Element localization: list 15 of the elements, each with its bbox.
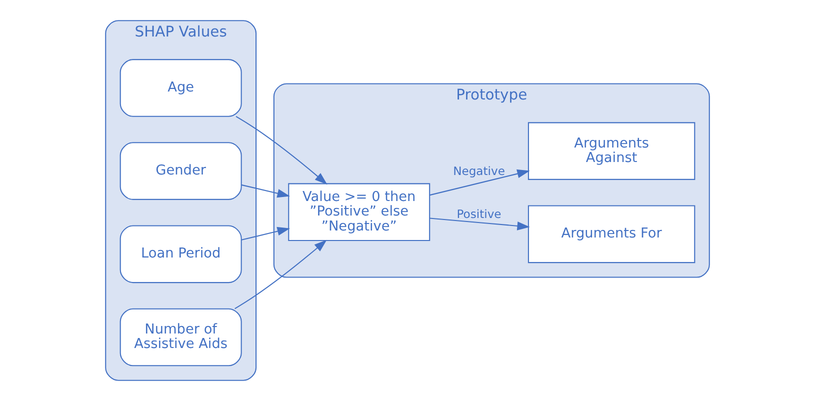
node-box: Gender <box>120 142 242 200</box>
node-box: Loan Period <box>120 225 242 284</box>
node-box: Arguments Against <box>528 122 696 180</box>
arrow <box>234 240 327 310</box>
arrow <box>430 169 530 196</box>
edge-label: Positive <box>456 207 502 222</box>
node-box: Age <box>120 59 242 117</box>
node-box: Number of Assistive Aids <box>120 308 242 366</box>
edge-label: Negative <box>453 164 505 178</box>
arrow <box>241 226 290 240</box>
node-box: Arguments For <box>528 205 696 264</box>
arrow <box>430 218 530 230</box>
arrow <box>241 184 290 198</box>
arrow <box>236 116 328 185</box>
node-box: Value >= 0 then ”Positive” else ”Negative” <box>288 183 430 241</box>
